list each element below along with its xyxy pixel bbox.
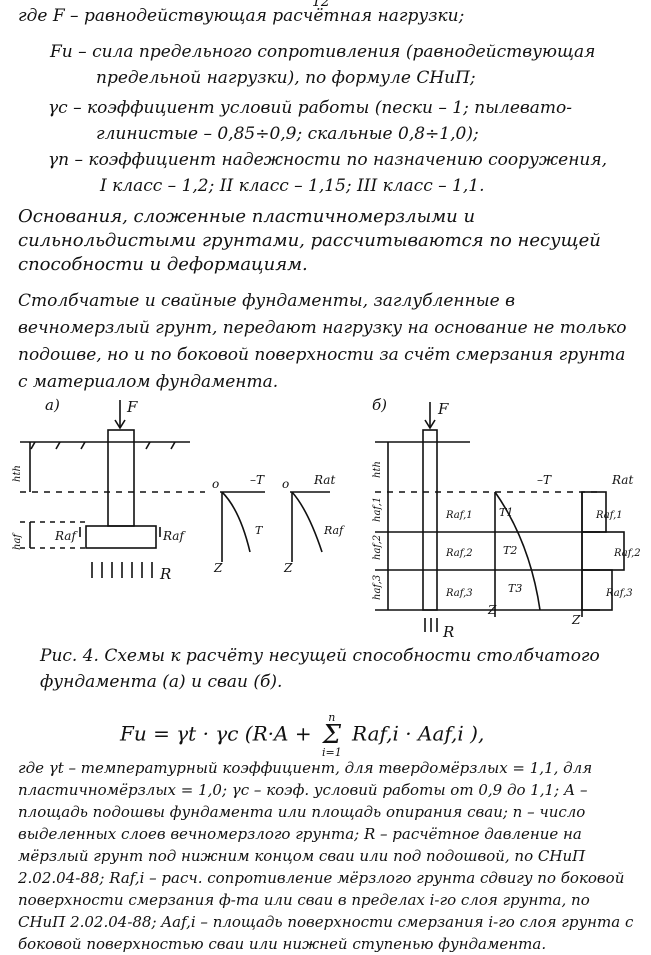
column-a: [107, 429, 135, 527]
label-Rat-a: Rat: [313, 473, 335, 487]
label-zero-2: о: [282, 477, 289, 491]
label-T-a: T: [255, 524, 264, 537]
reaction-arrows-a: [91, 562, 153, 578]
label-Z-a1: Z: [213, 561, 223, 575]
def-text: коэффициент условий работы (пески – 1; п…: [87, 98, 573, 118]
label-a: а): [45, 396, 60, 414]
label-T1: T1: [499, 506, 513, 519]
figure-caption: Рис. 4. Схемы к расчёту несущей способно…: [40, 646, 600, 692]
label-hth-a: hth: [12, 465, 23, 482]
def-text: глинистые – 0,85÷0,9; скальные 0,8÷1,0);: [96, 124, 479, 144]
def-text: равнодействующая расчётная нагрузки;: [83, 6, 465, 26]
label-Z-b1: Z: [487, 603, 497, 617]
label-F-a: F: [126, 398, 138, 416]
paragraph-foundations: Основания, сложенные пластичномерзлыми и…: [18, 206, 601, 275]
def-text: I класс – 1,2; II класс – 1,15; III клас…: [100, 176, 485, 196]
label-Raf-left: Raf: [54, 529, 78, 543]
def-symbol: γc –: [48, 98, 82, 118]
formula: Fu = γt · γc (R·A + n Σ i=1 Raf,i · Aaf,…: [120, 712, 484, 758]
ground-hatch-a: [30, 441, 176, 450]
foundation-diagram: а) б) F F R R Raf Raf –T Rat о о T Raf Z…: [12, 396, 641, 641]
sum-top: n: [328, 711, 336, 724]
def-symbol: γn –: [48, 150, 84, 170]
def-text: предельной нагрузки), по формуле СНиП;: [96, 68, 476, 88]
formula-explanation: где γt – температурный коэффициент, для …: [18, 759, 634, 953]
label-Raf-right: Raf: [162, 529, 186, 543]
label-Raf1-pile: Raf,1: [445, 510, 473, 521]
t-curve-b: [494, 491, 541, 611]
label-haf-a: haf: [12, 532, 23, 550]
def-symbol: где F –: [18, 6, 79, 26]
label-haf2: haf,2: [372, 535, 383, 560]
def-text: коэффициент надежности по назначению соо…: [88, 150, 608, 170]
label-Raf2-pile: Raf,2: [445, 548, 473, 559]
label-Raf2-block: Raf,2: [613, 548, 641, 559]
pile-b: [422, 429, 438, 611]
label-Raf-curve: Raf: [323, 524, 345, 537]
label-T2: T2: [503, 544, 517, 557]
label-Raf1-block: Raf,1: [595, 510, 623, 521]
label-b: б): [372, 396, 387, 414]
page-number: 12: [312, 0, 330, 10]
paragraph-piles: Столбчатые и свайные фундаменты, заглубл…: [18, 291, 627, 392]
def-symbol: Fu –: [50, 42, 87, 62]
sum-sign: n Σ i=1: [321, 711, 342, 759]
label-haf1: haf,1: [372, 497, 383, 522]
label-F-b: F: [437, 400, 449, 418]
formula-lhs: Fu = γt · γc (R·A +: [120, 721, 312, 746]
sum-bottom: i=1: [321, 746, 342, 759]
def-text: сила предельного сопротивления (равнодей…: [92, 42, 596, 62]
label-Raf3-block: Raf,3: [605, 588, 633, 599]
label-Z-b2: Z: [571, 613, 581, 627]
label-R-a: R: [159, 565, 171, 583]
footing-a: [85, 525, 157, 549]
label-haf3: haf,3: [372, 575, 383, 600]
raf-block-3: [581, 569, 613, 611]
label-Z-a2: Z: [283, 561, 293, 575]
label-Rat-b: Rat: [611, 473, 633, 487]
label-Raf3-pile: Raf,3: [445, 588, 473, 599]
label-T3: T3: [508, 582, 522, 595]
label-minus-T-a: –T: [250, 473, 265, 487]
label-R-b: R: [442, 623, 454, 641]
label-minus-T-b: –T: [537, 473, 552, 487]
label-zero-1: о: [212, 477, 219, 491]
label-hth-b: hth: [372, 461, 383, 478]
formula-rhs: Raf,i · Aaf,i ),: [352, 721, 485, 746]
